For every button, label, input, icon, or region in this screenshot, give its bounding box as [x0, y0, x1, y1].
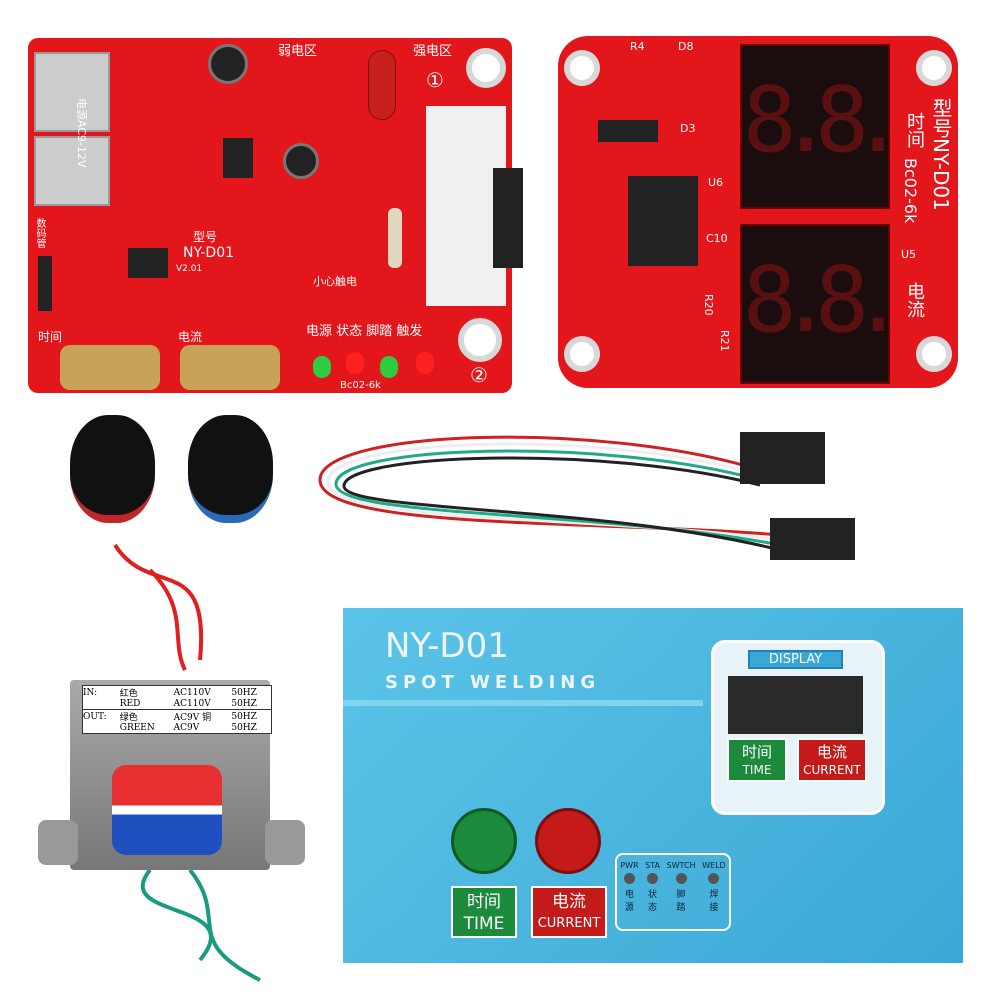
display-window — [728, 676, 863, 734]
ic-chip — [223, 138, 253, 178]
ref-c10: C10 — [706, 232, 728, 245]
x-capacitor — [368, 50, 396, 120]
transformer-wires — [113, 543, 261, 982]
ribbon-cable — [318, 432, 855, 560]
heatsink — [426, 106, 506, 306]
strong-zone-label: 强电区 — [413, 44, 453, 59]
mark-2: ② — [470, 363, 488, 387]
shock-warning: 小心触电 — [313, 275, 357, 288]
time-label: 时间 — [38, 330, 63, 344]
diode — [598, 120, 658, 142]
led-trigger — [416, 352, 434, 374]
ic-chip — [628, 176, 698, 266]
ref-r21: R21 — [718, 330, 731, 352]
board-code: Bc02-6k — [340, 380, 381, 391]
connector — [740, 432, 825, 484]
current-knob-hole[interactable] — [535, 808, 601, 874]
board-code: Bc02-6k — [901, 158, 920, 224]
connector — [770, 518, 855, 560]
capacitor — [208, 44, 248, 84]
time-knob-hole[interactable] — [451, 808, 517, 874]
led-status — [346, 352, 364, 374]
display-port-label: 数码管 — [34, 218, 45, 248]
mark-1: ① — [426, 68, 444, 92]
mount-hole — [564, 336, 600, 372]
ic-chip — [128, 248, 168, 278]
current-7seg-display: 8.8. — [740, 224, 905, 384]
ref-u5: U5 — [901, 248, 917, 261]
current-potentiometer[interactable] — [180, 345, 280, 390]
control-board: 电源AC9-12V 弱电区 强电区 ① ② 型号 NY-D01 V2.01 数码… — [28, 38, 523, 393]
terminal-block — [34, 52, 110, 132]
led-labels: 电源 状态 脚踏 触发 — [306, 324, 423, 339]
panel-title: NY-D01 — [385, 626, 509, 666]
capacitor — [283, 143, 319, 179]
time-potentiometer[interactable] — [60, 345, 160, 390]
version: V2.01 — [176, 264, 203, 274]
mount-tab — [265, 820, 305, 865]
mount-hole — [916, 336, 952, 372]
ref-r20: R20 — [702, 294, 715, 316]
time-label: 时间 — [904, 112, 925, 148]
current-knob[interactable] — [188, 415, 273, 523]
ref-d8: D8 — [678, 40, 694, 53]
current-label: 电流 — [904, 282, 925, 318]
current-label: 电流 — [178, 330, 203, 344]
panel-stripe — [343, 700, 703, 706]
model: 型号NY-D01 — [929, 98, 953, 211]
ref-r4: R4 — [630, 40, 645, 53]
mount-hole — [466, 48, 506, 88]
display-label: DISPLAY — [748, 650, 843, 669]
mount-hole — [564, 50, 600, 86]
mount-hole — [916, 50, 952, 86]
power-label: 电源AC9-12V — [75, 98, 88, 168]
terminal-block — [34, 136, 110, 206]
display-header — [38, 256, 52, 311]
mount-hole — [458, 318, 502, 362]
panel-subtitle: SPOT WELDING — [385, 672, 601, 693]
led-power — [313, 356, 331, 378]
weak-zone-label: 弱电区 — [278, 44, 318, 59]
coil — [112, 765, 222, 855]
display-board: R4 D8 D3 U6 C10 U5 R20 R21 时间 Bc02-6k 型号… — [558, 36, 958, 388]
time-7seg-display: 8.8. — [740, 44, 905, 209]
ref-u6: U6 — [708, 176, 724, 189]
mount-tab — [38, 820, 78, 865]
triac — [493, 168, 523, 268]
time-knob[interactable] — [70, 415, 155, 523]
resistor — [388, 208, 402, 268]
ref-d3: D3 — [680, 122, 696, 135]
led-switch — [380, 356, 398, 378]
model-name: NY-D01 — [183, 245, 235, 261]
model-label: 型号 — [193, 230, 218, 244]
